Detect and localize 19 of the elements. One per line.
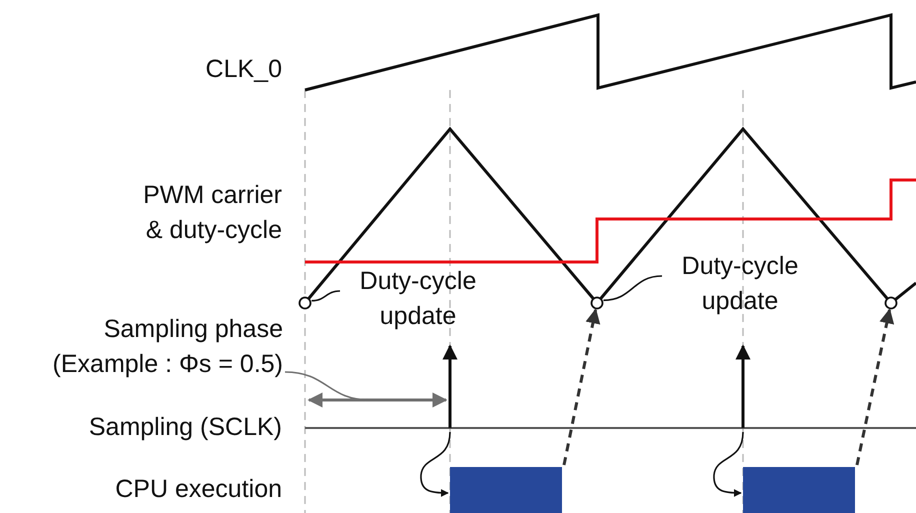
cpu-execution-block xyxy=(450,467,562,513)
leader-line xyxy=(284,371,370,401)
cpu-execution-block xyxy=(743,467,855,513)
row-label: PWM carrier & duty-cycle xyxy=(142,180,282,246)
arrow xyxy=(562,308,600,466)
annotation-text: Sampling phase (Example : Φs = 0.5) xyxy=(33,312,283,382)
update-point-marker xyxy=(884,296,898,310)
row-label: CPU execution xyxy=(115,474,282,505)
leader-line xyxy=(312,290,340,302)
leader-line xyxy=(603,275,662,302)
arrow xyxy=(420,432,451,497)
update-point-marker xyxy=(590,296,604,310)
arrow xyxy=(713,432,744,497)
annotation-text: Duty-cycle update xyxy=(660,249,820,319)
row-label: Sampling (SCLK) xyxy=(88,412,282,443)
arrow xyxy=(856,308,894,466)
update-point-marker xyxy=(298,296,312,310)
row-label: CLK_0 xyxy=(206,54,282,85)
annotation-text: Duty-cycle update xyxy=(338,264,498,334)
